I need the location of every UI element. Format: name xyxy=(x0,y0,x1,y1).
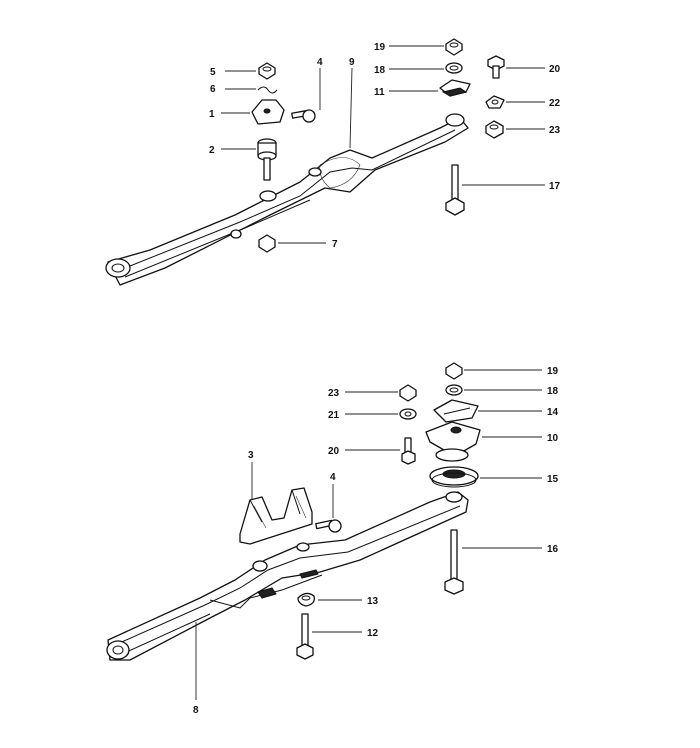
part-17-long-bolt xyxy=(445,164,465,216)
callout-top-5: 5 xyxy=(210,67,216,78)
callout-bottom-8: 8 xyxy=(193,705,199,716)
bottom-assembly: 19 18 14 10 15 23 21 20 3 4 16 13 12 8 xyxy=(106,362,559,716)
part-5-nut xyxy=(258,62,276,80)
part-6-spring-washer xyxy=(257,86,278,94)
callout-top-4: 4 xyxy=(317,57,323,68)
callout-bottom-16: 16 xyxy=(547,544,559,555)
callout-bottom-13: 13 xyxy=(367,596,379,607)
callout-bottom-4: 4 xyxy=(330,472,336,483)
leaders-top xyxy=(221,45,545,244)
part-3-bracket xyxy=(239,487,313,545)
part-14-plate xyxy=(433,399,479,423)
part-20-bolt xyxy=(487,55,505,79)
callout-top-19: 19 xyxy=(374,42,386,53)
callout-bottom-20: 20 xyxy=(328,446,340,457)
part-11-plate xyxy=(439,79,471,97)
part-20-bolt-bottom xyxy=(401,437,416,465)
callout-bottom-21: 21 xyxy=(328,410,340,421)
callout-top-2: 2 xyxy=(209,145,215,156)
part-22-washer xyxy=(485,95,505,109)
callout-bottom-19: 19 xyxy=(547,366,559,377)
part-4-bolt xyxy=(291,109,316,123)
callout-bottom-12: 12 xyxy=(367,628,379,639)
callout-top-18: 18 xyxy=(374,65,386,76)
part-18-washer-bottom xyxy=(445,384,463,396)
callout-top-23: 23 xyxy=(549,125,561,136)
callout-top-7: 7 xyxy=(332,239,338,250)
part-7-nut xyxy=(258,234,276,253)
callout-bottom-3: 3 xyxy=(248,450,254,461)
part-23-nut-bottom xyxy=(399,384,417,402)
callout-top-9: 9 xyxy=(349,57,355,68)
callout-bottom-23: 23 xyxy=(328,388,340,399)
callout-bottom-10: 10 xyxy=(547,433,559,444)
callout-bottom-14: 14 xyxy=(547,407,559,418)
part-10-mount xyxy=(425,421,481,462)
part-18-washer xyxy=(445,62,463,74)
part-12-bolt xyxy=(296,613,314,660)
callout-top-6: 6 xyxy=(210,84,216,95)
part-15-rubber-ring xyxy=(429,466,479,488)
callout-top-1: 1 xyxy=(209,109,215,120)
part-16-long-bolt xyxy=(444,529,464,595)
callout-top-22: 22 xyxy=(549,98,561,109)
leaders-bottom xyxy=(195,369,542,700)
part-19-nut-bottom xyxy=(445,362,463,380)
part-1-bracket xyxy=(251,99,285,125)
part-2-rubber-mount xyxy=(257,138,277,181)
callout-top-11: 11 xyxy=(374,87,385,98)
part-4-bolt-bottom xyxy=(315,519,342,533)
part-19-nut xyxy=(445,38,463,56)
crossmember-top xyxy=(105,113,469,286)
callout-bottom-18: 18 xyxy=(547,386,559,397)
part-23-nut xyxy=(485,120,504,139)
top-assembly: 5 6 1 4 9 2 7 19 18 11 20 22 23 17 xyxy=(105,38,561,286)
part-21-washer xyxy=(399,408,417,420)
callout-bottom-15: 15 xyxy=(547,474,559,485)
crossmember-bottom xyxy=(106,491,469,661)
callout-top-20: 20 xyxy=(549,64,561,75)
callout-top-17: 17 xyxy=(549,181,561,192)
part-13-spring-washer xyxy=(297,592,315,607)
